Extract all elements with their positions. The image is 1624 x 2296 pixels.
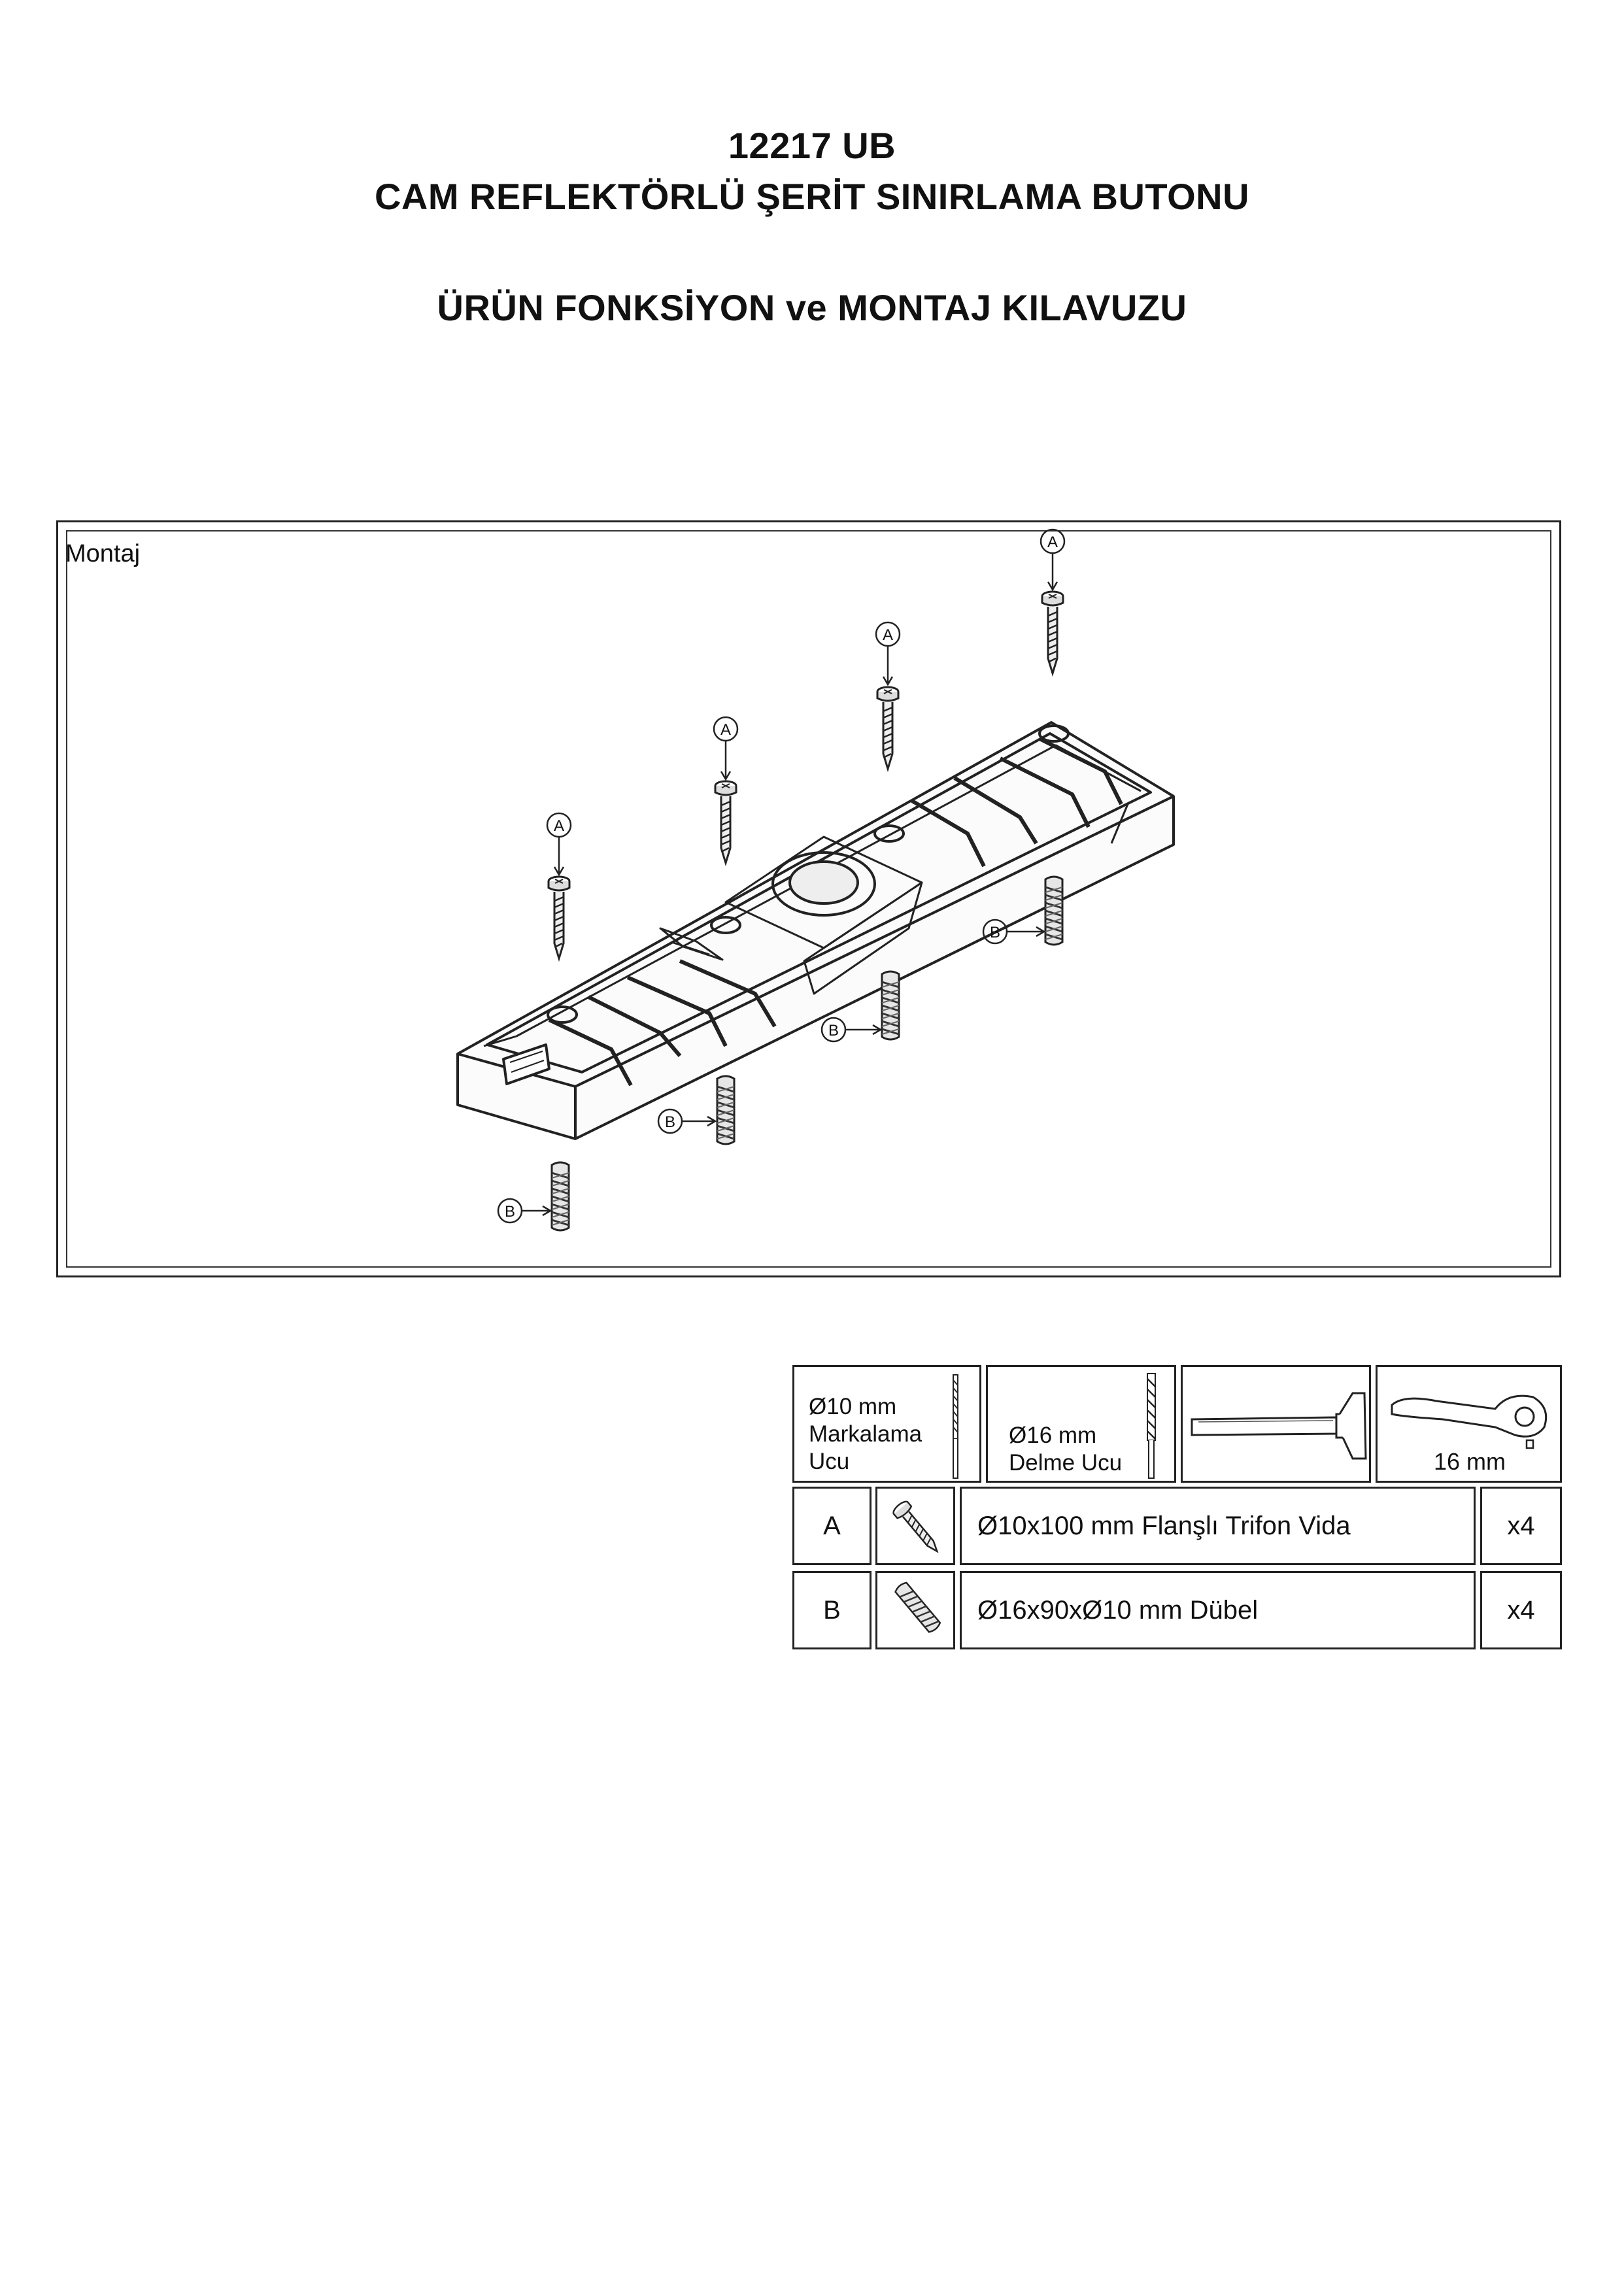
part-b-description: Ø16x90xØ10 mm Dübel: [960, 1571, 1476, 1649]
callout-a-text: A: [883, 626, 893, 644]
part-a-qty: x4: [1480, 1487, 1562, 1565]
montaj-label: Montaj: [65, 540, 141, 567]
tool-marking-bit: Ø10 mm Markalama Ucu: [792, 1365, 981, 1483]
callouts-b: [497, 919, 1046, 1224]
part-b-qty: x4: [1480, 1571, 1562, 1649]
wall-plug-icon: [894, 1581, 941, 1633]
guide-title: ÜRÜN FONKSİYON ve MONTAJ KILAVUZU: [437, 287, 1187, 328]
callouts-a: [546, 528, 1066, 877]
screw-a-2: [714, 780, 737, 864]
drill-bit-icon: [953, 1374, 958, 1479]
callout-b-text: B: [505, 1203, 515, 1221]
tool-line: Ucu: [809, 1449, 850, 1474]
screw-a-4: [1041, 590, 1064, 675]
montaj-frame: [56, 520, 1561, 1277]
plug-b-2: [716, 1075, 736, 1145]
part-a-description: Ø10x100 mm Flanşlı Trifon Vida: [960, 1487, 1476, 1565]
drill-bit-icon: [1147, 1373, 1156, 1479]
callout-a-text: A: [554, 817, 564, 835]
callout-b-text: B: [990, 924, 1000, 941]
screw-icon: [892, 1500, 939, 1553]
tool-hammer: [1181, 1365, 1371, 1483]
hammer-icon: [1191, 1392, 1367, 1460]
tool-line: Markalama: [809, 1421, 922, 1447]
tool-line: Delme Ucu: [1009, 1450, 1123, 1476]
tool-drill-bit: Ø16 mm Delme Ucu: [986, 1365, 1176, 1483]
road-stud-icon: [456, 721, 1175, 1140]
callout-b-text: B: [828, 1022, 839, 1039]
ratchet-wrench-icon: [1391, 1394, 1548, 1449]
plug-b-3: [881, 970, 900, 1041]
tool-ratchet: 16 mm: [1376, 1365, 1562, 1483]
product-name: CAM REFLEKTÖRLÜ ŞERİT SINIRLAMA BUTONU: [374, 176, 1250, 217]
callout-a-text: A: [720, 721, 731, 739]
screw-a-1: [547, 875, 571, 960]
part-a-image: [875, 1487, 955, 1565]
wrench-size: 16 mm: [1434, 1448, 1506, 1475]
part-a-code: A: [792, 1487, 871, 1565]
part-b-image: [875, 1571, 955, 1649]
product-code: 12217 UB: [728, 125, 896, 166]
part-b-code: B: [792, 1571, 871, 1649]
callout-b-text: B: [665, 1113, 675, 1131]
callout-a-text: A: [1047, 533, 1058, 551]
plug-b-1: [550, 1161, 570, 1232]
plug-b-4: [1044, 875, 1064, 946]
tool-line: Ø10 mm: [809, 1394, 897, 1419]
tool-line: Ø16 mm: [1009, 1423, 1097, 1448]
screw-a-3: [876, 686, 900, 770]
